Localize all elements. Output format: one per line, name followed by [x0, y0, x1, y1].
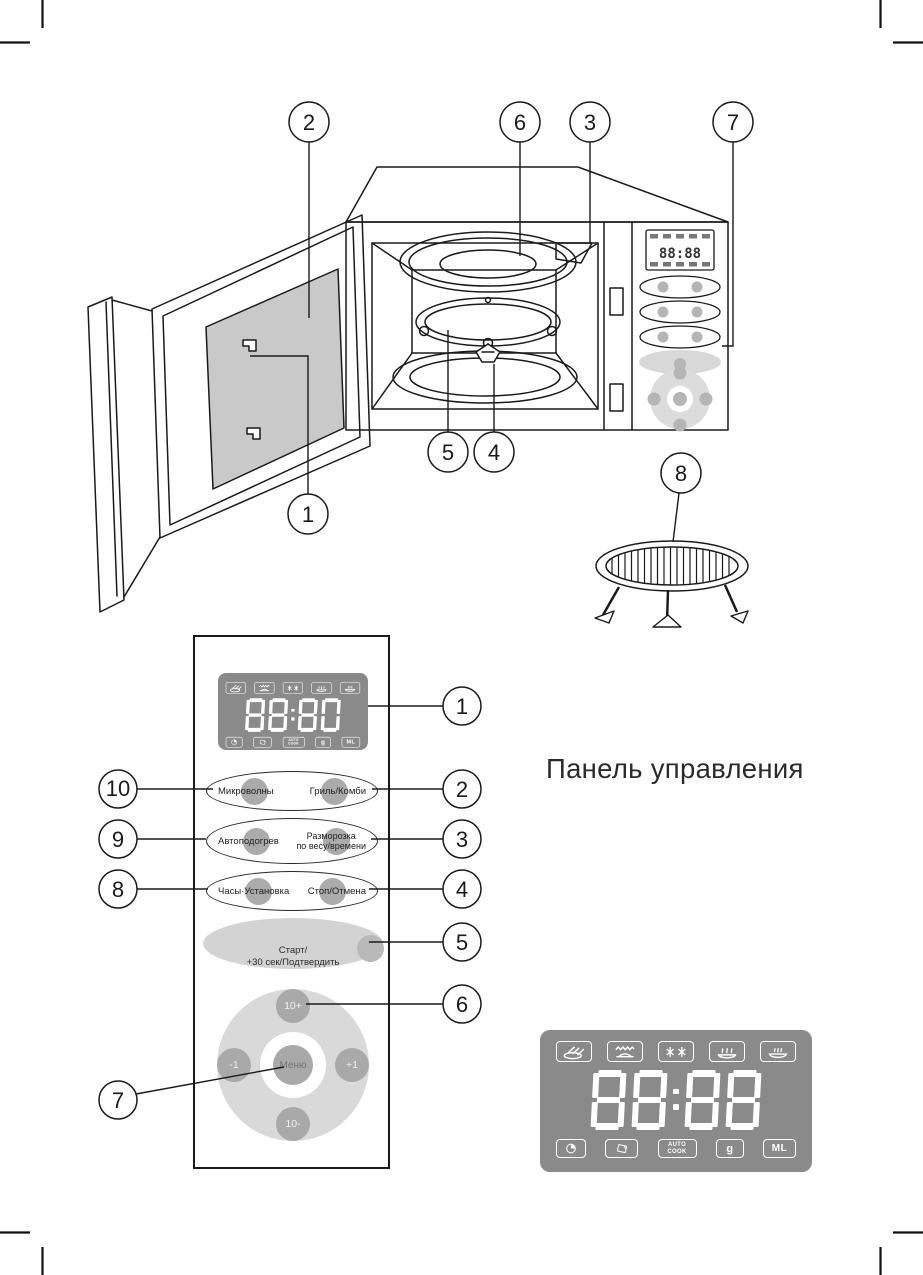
- clock-set-button-label: Часы·Установка: [218, 885, 290, 897]
- start-button: Старт/ +30 сек/Подтвердить: [203, 918, 384, 969]
- callout-6: 6: [514, 110, 526, 135]
- defrost-button-dot: [323, 828, 350, 855]
- button-row-3: Часы·Установка Стоп/Отмена: [206, 871, 378, 911]
- panel-callout-8: 8: [112, 877, 124, 902]
- button-row-1: Микроволны Гриль/Комби: [206, 771, 378, 811]
- oven-door: [87, 214, 371, 613]
- dial-minus1-button: -1: [217, 1048, 251, 1082]
- panel-callout-2: 2: [456, 777, 468, 802]
- callout-5: 5: [442, 440, 454, 465]
- clock-set-button-dot: [245, 878, 272, 905]
- panel-display-digits: [219, 698, 367, 732]
- clock-icon: [556, 1139, 586, 1158]
- latch-slot-bottom: [609, 383, 624, 412]
- grill-icon: [254, 682, 275, 694]
- floor-recess: [392, 350, 578, 404]
- grams-badge: g: [315, 736, 331, 748]
- start-button-dot: [356, 935, 384, 962]
- panel-callout-10: 10: [106, 776, 130, 801]
- callout-7: 7: [727, 110, 739, 135]
- panel-callout-7: 7: [112, 1088, 124, 1113]
- milliliters-badge: ML: [341, 736, 361, 748]
- door-latch-top: [242, 339, 257, 352]
- microwave-button-label: Микроволны: [218, 785, 274, 797]
- panel-callout-9: 9: [112, 827, 124, 852]
- stop-cancel-button-label: Стоп/Отмена: [307, 885, 366, 897]
- oven-body: [345, 166, 729, 431]
- steam-low-icon: [760, 1041, 796, 1062]
- menu-button: Меню: [273, 1045, 313, 1085]
- cavity-back-wall: [411, 269, 557, 354]
- defrost-weight-icon: [605, 1139, 639, 1158]
- callout-4: 4: [488, 440, 500, 465]
- defrost-weight-icon: [253, 736, 272, 748]
- defrost-icon: [658, 1041, 694, 1062]
- clock-icon: [225, 736, 243, 748]
- stop-cancel-button-dot: [319, 878, 346, 905]
- roller-ring: [415, 297, 561, 347]
- callout-8: 8: [675, 461, 687, 486]
- turntable-coupler: [475, 343, 501, 363]
- panel-callout-5: 5: [456, 930, 468, 955]
- grill-icon: [607, 1041, 643, 1062]
- display-digits: [544, 1070, 808, 1130]
- steam-high-icon: [311, 682, 332, 694]
- callout-2: 2: [303, 110, 315, 135]
- steam-low-icon: [339, 682, 361, 694]
- grill-rack: [594, 540, 749, 628]
- latch-slot-top: [609, 287, 624, 316]
- auto-reheat-button-dot: [243, 828, 270, 855]
- defrost-icon: [282, 682, 303, 694]
- dial: 10+ -1 +1 10- Меню: [217, 989, 369, 1141]
- grill-combi-button-label: Гриль/Комби: [309, 785, 366, 797]
- steam-high-icon: [709, 1041, 745, 1062]
- oven-control-panel: 88:88: [639, 229, 721, 432]
- milliliters-badge: ML: [763, 1139, 796, 1158]
- page-title: Панель управления: [546, 753, 804, 784]
- dial-plus10-button: 10+: [276, 989, 310, 1023]
- door-window: [205, 268, 345, 490]
- panel-callout-4: 4: [456, 877, 468, 902]
- door-latch-bottom: [246, 427, 261, 440]
- oven-display-digits: 88:88: [659, 246, 701, 262]
- microwave-icon: [556, 1041, 592, 1062]
- grams-badge: g: [715, 1139, 744, 1158]
- grill-combi-button-dot: [321, 778, 348, 805]
- auto-reheat-button-label: Автоподогрев: [218, 835, 279, 847]
- start-button-label-line1: Старт/: [278, 945, 308, 956]
- start-button-label-line2: +30 сек/Подтвердить: [246, 957, 340, 968]
- callout-3: 3: [584, 110, 596, 135]
- microwave-button-dot: [241, 778, 268, 805]
- microwave-icon: [225, 682, 246, 694]
- oven-display: [645, 229, 715, 271]
- oven-start-button: [639, 350, 721, 374]
- dial-minus10-button: 10-: [276, 1107, 310, 1141]
- dial-plus1-button: +1: [335, 1048, 369, 1082]
- panel-callout-1: 1: [456, 694, 468, 719]
- waveguide-cover: [555, 242, 593, 264]
- callout-1: 1: [302, 502, 314, 527]
- oven-dial: [650, 369, 710, 429]
- panel-callout-3: 3: [456, 827, 468, 852]
- panel-callout-6: 6: [456, 992, 468, 1017]
- glass-tray: [399, 231, 577, 293]
- cavity-opening: [371, 242, 599, 410]
